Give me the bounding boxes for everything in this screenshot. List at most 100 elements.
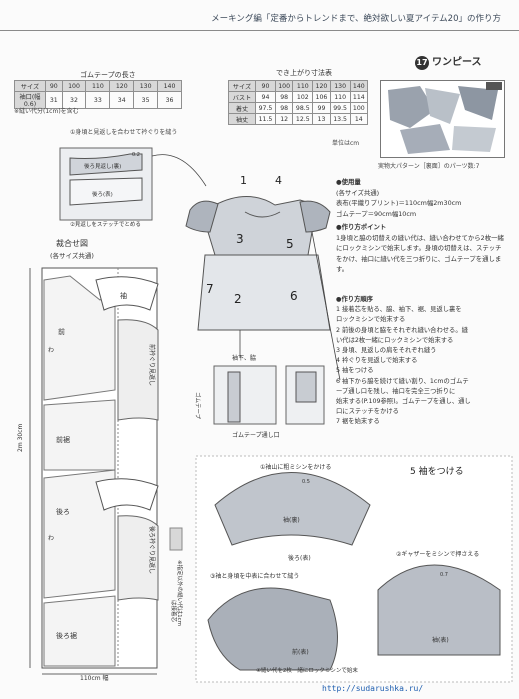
step-line: ロックミシンで始末する: [336, 316, 406, 324]
part-back-hem: 後ろ裾: [56, 631, 77, 640]
back-piece-layout: [43, 469, 116, 599]
left-sleeve: [185, 200, 219, 233]
elastic-cell: 36: [157, 91, 182, 109]
finished-unit-note: 単位はcm: [332, 140, 360, 147]
step-line: 始末する(P.109参照)。ゴムテープを通し、通し: [336, 398, 471, 406]
thumbnail-piece: [400, 124, 450, 154]
underarm-seam: [227, 371, 241, 423]
cutting-layout: 裁合せ図 (各サイズ共通) 袖 前 前裾 後ろ 後ろ裾 前衿ぐり見返し 後ろ衿ぐ…: [17, 238, 184, 682]
underarm-box-label: 袖下、脇: [232, 354, 256, 362]
finished-header-6: 140: [349, 80, 369, 92]
pattern-thumbnail: [380, 80, 505, 158]
diagram-number-5: 5: [286, 237, 294, 251]
sleeve-step1: [214, 472, 371, 546]
fold-label: わ: [48, 347, 54, 354]
step-line: 2 前後の身頃と脇をそれぞれ縫い合わせる。縫: [336, 326, 468, 334]
finished-table: サイズ 90 100 110 120 130 140 バスト 94 98 102…: [228, 80, 369, 125]
source-url[interactable]: http://sudarushka.ru/: [322, 684, 424, 693]
sleeve-step2: [377, 564, 501, 656]
elastic-header-2: 100: [61, 80, 87, 92]
diagram-number-1: 1: [240, 174, 247, 187]
part-back-facing: 後ろ衿ぐり見返し: [148, 526, 156, 574]
item-name: ワンピース: [432, 57, 482, 68]
part-sleeve: 袖: [120, 291, 127, 300]
measure-02: 0.2: [132, 152, 140, 158]
points-block: ●作り方ポイント 1身頃と脇の切替えの縫い代は、縫い合わせてから2枚一緒にロック…: [336, 222, 504, 275]
step-line: 1 接着芯を貼る、脇、袖下、裾、見返し裏を: [336, 306, 462, 314]
underarm-box: [213, 365, 277, 425]
neckline: [244, 211, 281, 218]
layout-title: 裁合せ図: [56, 238, 88, 248]
points-heading: ●作り方ポイント: [336, 223, 387, 231]
elastic-label: ゴムテープ: [194, 392, 202, 420]
materials-line: 表布(平織りプリント)＝110cm幅2m30cm: [336, 199, 462, 207]
back-facing-piece: [117, 515, 159, 601]
elastic-box-label: ゴムテープ通し口: [232, 431, 280, 439]
front-hem-piece: [43, 399, 116, 471]
right-sleeve: [299, 200, 331, 233]
elastic-cell: 32: [61, 91, 87, 109]
layout-subtitle: (各サイズ共通): [50, 251, 94, 260]
sleeve-note-2: ②ギャザーをミシンで押さえる: [396, 550, 479, 558]
neckline-detail: カーブの縫い代に切り込み ①身頃と見返しを合わせて衿ぐりを縫う 後ろ見返し(裏)…: [59, 128, 177, 228]
step-line: 6 袖下から脇を続けて縫い割り、1cmのゴムテ: [336, 377, 469, 385]
elastic-cell: 34: [109, 91, 135, 109]
sleeve-section-title: 5 袖をつける: [410, 465, 464, 477]
elastic-note: ※縫い代分(1cm)を含む: [14, 108, 79, 115]
materials-block: ●使用量 (各サイズ共通) 表布(平織りプリント)＝110cm幅2m30cm ゴ…: [336, 177, 504, 219]
finished-table-title: でき上がり寸法表: [276, 69, 332, 77]
width-label: 110cm 幅: [80, 674, 109, 682]
diagram-number-2: 2: [234, 292, 242, 306]
steps-heading: ●作り方順序: [336, 296, 373, 303]
materials-line: (各サイズ共通): [336, 188, 380, 197]
finished-cell: 99: [312, 102, 331, 114]
part-front-hem: 前裾: [56, 435, 70, 444]
diagram-number-7: 7: [206, 282, 214, 296]
elastic-table: サイズ 90 100 110 120 130 140 袖口(幅0.6) 31 3…: [14, 80, 182, 109]
sleeve-label-reverse: 袖(裏): [283, 516, 300, 524]
pattern-note: 実物大パターン［裏面］のパーツ数:7: [378, 163, 480, 170]
front-facing-piece: [117, 319, 159, 421]
step-line: 4 衿ぐりを見返しで始末する: [336, 357, 418, 365]
materials-heading: ●使用量: [336, 178, 361, 186]
sleeve-note-3: ③袖と身頃を中表に合わせて縫う: [210, 572, 299, 580]
step-line: い代は2枚一緒にロックミシンで始末する: [336, 336, 454, 344]
facing-piece: [69, 153, 143, 176]
dress-skirt: [197, 254, 331, 331]
sleeve-piece-2: [95, 478, 159, 511]
interfacing-swatch: [169, 527, 183, 551]
elastic-row-label: 袖口(幅0.6): [14, 91, 46, 109]
facing-label: 後ろ見返し(裏): [84, 162, 121, 170]
thumbnail-piece: [452, 126, 496, 152]
part-front-facing: 前衿ぐり見返し: [148, 344, 156, 386]
elastic-casing: [295, 371, 317, 403]
front-label-right: 前(表): [292, 648, 309, 656]
step-line: 7 裾を始末する: [336, 418, 380, 426]
elastic-cell: 33: [85, 91, 111, 109]
stitch-note: ②見返しをステッチでとめる: [70, 221, 141, 228]
back-label-right: 後ろ(表): [288, 554, 311, 562]
item-number: 17: [415, 56, 429, 70]
materials-line: ゴムテープ＝90cm幅10cm: [336, 209, 417, 218]
sleeve-step3: [207, 587, 338, 671]
diagram-number-4: 4: [275, 174, 282, 187]
sleeve-section: 5 袖をつける ①袖山に粗ミシンをかける 袖(裏) ②ギャザーをミシンで押さえる…: [195, 455, 513, 683]
fold-label: わ: [48, 535, 54, 542]
arrow-line: [311, 231, 341, 381]
steps-block: ●作り方順序 1 接着芯を貼る、脇、袖下、裾、見返し裏を ロックミシンで始末する…: [336, 295, 506, 428]
measure-07: 0.7: [440, 572, 448, 578]
underarm-detail: 袖下、脇 ゴムテープ通し口 ゴムテープ: [194, 354, 325, 439]
sleeve-piece-1: [95, 276, 159, 311]
step-line: 3 身頃、見返しの肩をそれぞれ縫う: [336, 347, 437, 355]
step-line: ープ通し口を残し、袖口を完全三つ折りに: [336, 387, 456, 395]
header-text: メーキング編「定番からトレンドまで、絶対欲しい夏アイテム20」の作り方: [211, 14, 501, 24]
dress-illustration: 1 4 3 5 7 2 6: [185, 174, 331, 331]
back-label: 後ろ(表): [92, 190, 113, 198]
points-text: 1身頃と脇の切替えの縫い代は、縫い合わせてから2枚一緒にロックミシンで始末します…: [336, 233, 504, 274]
part-front: 前: [58, 327, 65, 336]
sleeve-label-front: 袖(表): [432, 636, 449, 644]
measure-05: 0.5: [302, 479, 310, 485]
